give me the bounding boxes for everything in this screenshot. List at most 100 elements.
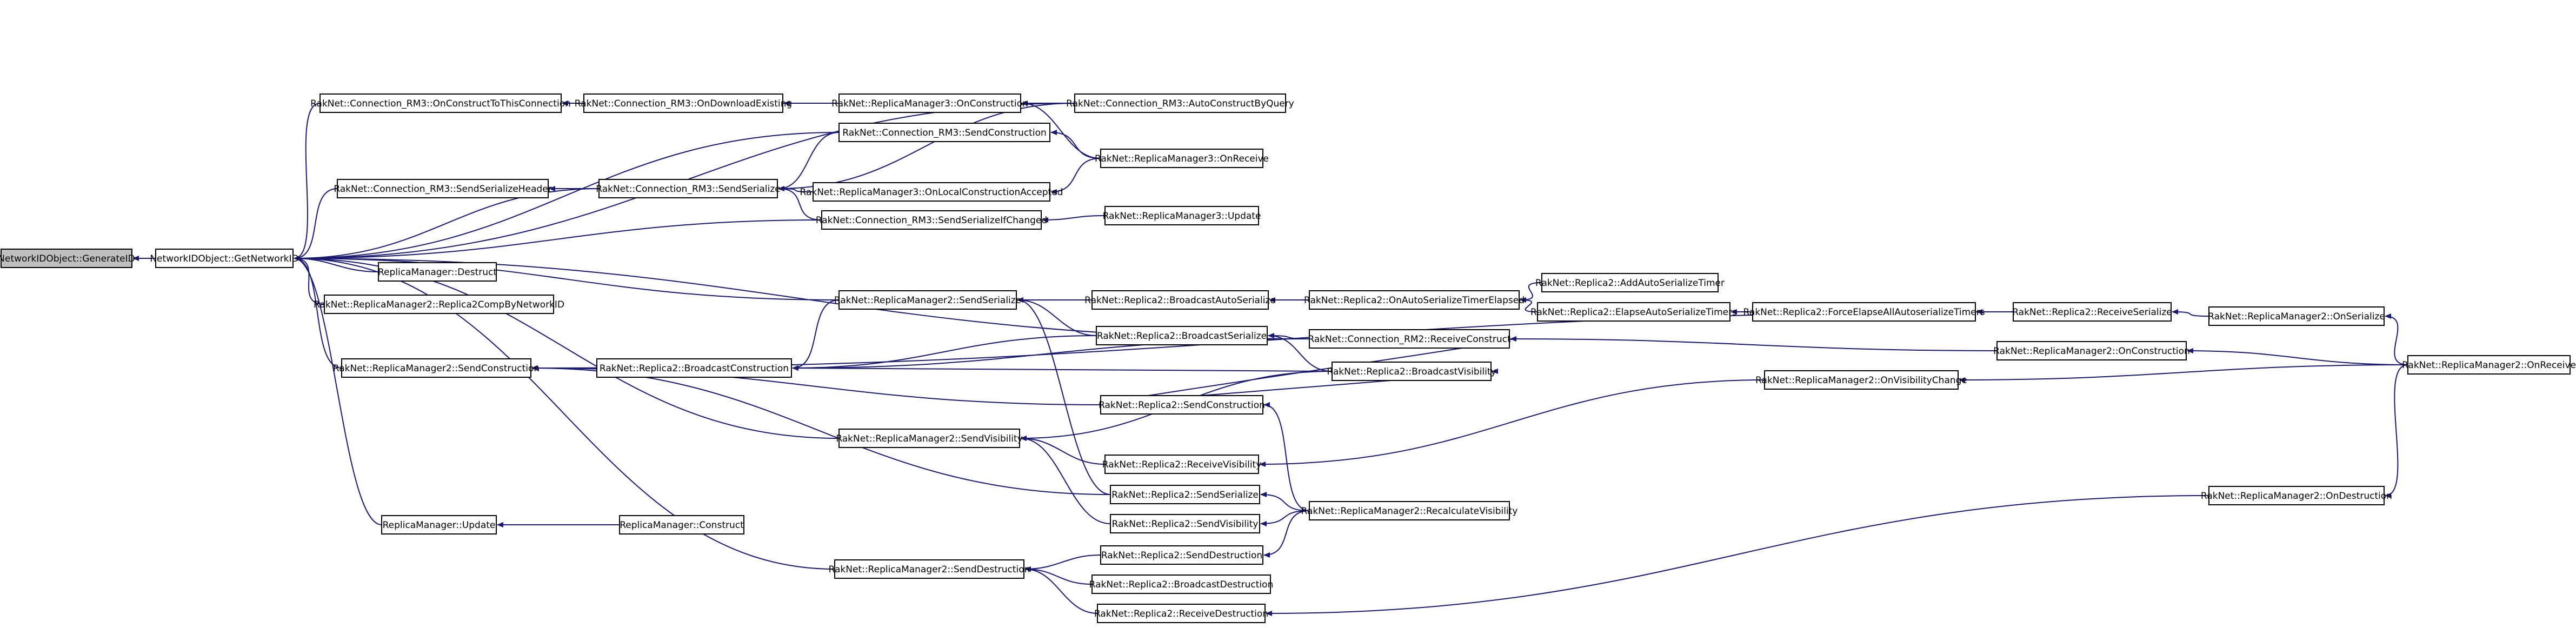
node-box — [1100, 149, 1263, 168]
node-box — [838, 123, 1050, 142]
node-raknet-replicamanager3-onlocalconstructionaccepted[interactable]: RakNet::ReplicaManager3::OnLocalConstruc… — [800, 182, 1063, 202]
node-raknet-connection-rm3-onconstructtothisconnection[interactable]: RakNet::Connection_RM3::OnConstructToThi… — [310, 93, 571, 113]
node-label: RakNet::Connection_RM3::SendSerializeIfC… — [816, 215, 1047, 226]
node-raknet-replica2-sendconstruction[interactable]: RakNet::Replica2::SendConstruction — [1099, 395, 1265, 415]
node-raknet-replica2-broadcastvisibility[interactable]: RakNet::Replica2::BroadcastVisibility — [1327, 362, 1496, 381]
node-label: RakNet::Connection_RM3::SendSerialize — [596, 184, 780, 195]
node-box — [1097, 604, 1266, 623]
edge-n37-to-n1 — [294, 256, 382, 525]
edge-n43-to-n40 — [1024, 566, 1098, 614]
node-box — [1110, 514, 1260, 533]
node-replicamanager-construct[interactable]: ReplicaManager::Construct — [619, 515, 744, 535]
node-networkidobject-getnetworkid[interactable]: NetworkIDObject::GetNetworkID — [150, 249, 299, 268]
node-label: RakNet::ReplicaManager3::OnLocalConstruc… — [800, 187, 1063, 198]
node-raknet-replica2-senddestruction[interactable]: RakNet::Replica2::SendDestruction — [1100, 545, 1263, 565]
node-raknet-replica2-broadcastconstruction[interactable]: RakNet::Replica2::BroadcastConstruction — [596, 358, 792, 378]
node-label: RakNet::Replica2::ReceiveSerialize — [2012, 307, 2172, 318]
node-raknet-replica2-onautoserializetimerelapsed[interactable]: RakNet::Replica2::OnAutoSerializeTimerEl… — [1304, 290, 1525, 310]
node-raknet-replica2-addautoserializetimer[interactable]: RakNet::Replica2::AddAutoSerializeTimer — [1535, 273, 1725, 292]
edge-n31-to-n33 — [1259, 379, 1765, 467]
node-label: RakNet::Replica2::ForceElapseAllAutoseri… — [1743, 307, 1985, 318]
edge-n15-to-n1 — [294, 256, 342, 369]
node-raknet-replica2-receiveserialize[interactable]: RakNet::Replica2::ReceiveSerialize — [2012, 302, 2172, 322]
node-raknet-connection-rm3-autoconstructbyquery[interactable]: RakNet::Connection_RM3::AutoConstructByQ… — [1066, 93, 1294, 113]
node-box — [1104, 455, 1259, 474]
node-label: RakNet::ReplicaManager2::OnConstruction — [1993, 346, 2190, 357]
node-raknet-replicamanager2-sendconstruction[interactable]: RakNet::ReplicaManager2::SendConstructio… — [333, 358, 540, 378]
node-raknet-replica2-broadcastautoserialize[interactable]: RakNet::Replica2::BroadcastAutoSerialize — [1084, 290, 1276, 310]
edge-n25-to-n16 — [792, 335, 1097, 371]
node-raknet-replica2-elapseautoserializetimers[interactable]: RakNet::Replica2::ElapseAutoSerializeTim… — [1530, 302, 1737, 322]
edge-n28-to-n27 — [2187, 348, 2408, 365]
node-label: RakNet::Replica2::SendDestruction — [1101, 550, 1262, 561]
node-box — [619, 515, 744, 535]
node-raknet-replicamanager2-sendvisibility[interactable]: RakNet::ReplicaManager2::SendVisibility — [836, 429, 1023, 448]
edge-n36-to-n32 — [1020, 436, 1111, 524]
node-label: RakNet::Replica2::SendVisibility — [1112, 519, 1259, 530]
node-box — [2013, 302, 2172, 322]
node-raknet-replica2-broadcastserialize[interactable]: RakNet::Replica2::BroadcastSerialize — [1096, 326, 1268, 345]
node-raknet-connection-rm3-ondownloadexisting[interactable]: RakNet::Connection_RM3::OnDownloadExisti… — [575, 93, 792, 113]
node-raknet-replicamanager3-onreceive[interactable]: RakNet::ReplicaManager3::OnReceive — [1095, 149, 1269, 168]
node-raknet-connection-rm3-sendserialize[interactable]: RakNet::Connection_RM3::SendSerialize — [596, 179, 781, 198]
node-box — [1309, 329, 1510, 349]
node-raknet-replicamanager3-update[interactable]: RakNet::ReplicaManager3::Update — [1103, 206, 1261, 225]
node-raknet-replicamanager2-replica2compbynetworkid[interactable]: RakNet::ReplicaManager2::Replica2CompByN… — [314, 295, 564, 314]
node-raknet-replicamanager3-onconstruction[interactable]: RakNet::ReplicaManager3::OnConstruction — [831, 93, 1028, 113]
node-raknet-replicamanager2-ondestruction[interactable]: RakNet::ReplicaManager2::OnDestruction — [2201, 486, 2392, 505]
node-label: RakNet::Connection_RM3::OnDownloadExisti… — [575, 98, 792, 109]
node-raknet-replica2-sendserialize[interactable]: RakNet::Replica2::SendSerialize — [1110, 485, 1260, 504]
node-raknet-replicamanager2-recalculatevisibility[interactable]: RakNet::ReplicaManager2::RecalculateVisi… — [1301, 501, 1518, 520]
node-label: RakNet::Replica2::ReceiveVisibility — [1102, 459, 1262, 470]
node-raknet-replica2-receivevisibility[interactable]: RakNet::Replica2::ReceiveVisibility — [1102, 455, 1262, 474]
edge-n2-to-n1 — [294, 103, 321, 261]
node-networkidobject-generateid: NetworkIDObject::GenerateID — [0, 249, 135, 268]
node-label: RakNet::Replica2::BroadcastAutoSerialize — [1084, 295, 1276, 306]
node-box — [838, 429, 1020, 448]
node-label: RakNet::Replica2::ElapseAutoSerializeTim… — [1530, 307, 1737, 318]
node-box — [583, 93, 783, 113]
node-raknet-replica2-sendvisibility[interactable]: RakNet::Replica2::SendVisibility — [1110, 514, 1260, 533]
node-raknet-replicamanager2-onreceive[interactable]: RakNet::ReplicaManager2::OnReceive — [2402, 355, 2576, 375]
edge-n5-to-n9 — [778, 103, 1075, 191]
edge-n28-to-n24 — [2385, 313, 2408, 365]
node-label: ReplicaManager::Update — [383, 520, 496, 531]
node-box — [319, 93, 562, 113]
node-label: RakNet::ReplicaManager2::OnVisibilityCha… — [1755, 375, 1967, 386]
edge-n35-to-n41 — [1263, 510, 1310, 558]
node-box — [381, 515, 497, 535]
node-raknet-replicamanager2-sendserialize[interactable]: RakNet::ReplicaManager2::SendSerialize — [834, 290, 1021, 310]
node-raknet-connection-rm3-sendconstruction[interactable]: RakNet::Connection_RM3::SendConstruction — [838, 123, 1050, 142]
node-label: RakNet::Replica2::BroadcastConstruction — [600, 363, 789, 374]
node-raknet-replicamanager2-onconstruction[interactable]: RakNet::ReplicaManager2::OnConstruction — [1993, 341, 2190, 360]
node-box — [1309, 290, 1520, 310]
node-raknet-connection-rm2-receiveconstruct[interactable]: RakNet::Connection_RM2::ReceiveConstruct — [1308, 329, 1511, 349]
node-raknet-replicamanager2-onserialize[interactable]: RakNet::ReplicaManager2::OnSerialize — [2208, 306, 2385, 326]
node-box — [337, 179, 549, 198]
node-raknet-connection-rm3-sendserializeifchanged[interactable]: RakNet::Connection_RM3::SendSerializeIfC… — [816, 210, 1047, 230]
edge-n17-to-n1 — [294, 256, 840, 300]
node-raknet-replicamanager2-onvisibilitychange[interactable]: RakNet::ReplicaManager2::OnVisibilityCha… — [1755, 370, 1967, 390]
node-box — [1764, 370, 1959, 390]
node-raknet-replica2-broadcastdestruction[interactable]: RakNet::Replica2::BroadcastDestruction — [1089, 574, 1274, 594]
node-raknet-replica2-forceelapseallautoserializetimers[interactable]: RakNet::Replica2::ForceElapseAllAutoseri… — [1743, 302, 1985, 322]
node-label: NetworkIDObject::GetNetworkID — [150, 253, 298, 264]
edge-n29-to-n16 — [792, 365, 1333, 372]
node-box — [1996, 341, 2187, 360]
edge-n6-to-n9 — [778, 132, 840, 191]
node-box — [1541, 273, 1719, 292]
node-raknet-replicamanager2-senddestruction[interactable]: RakNet::ReplicaManager2::SendDestruction — [829, 559, 1030, 579]
node-replicamanager-destruct[interactable]: ReplicaManager::Destruct — [378, 262, 497, 282]
node-box — [324, 295, 554, 314]
edge-n17-to-n16 — [792, 299, 840, 371]
node-label: RakNet::Replica2::OnAutoSerializeTimerEl… — [1304, 295, 1525, 306]
edge-n11-to-n1 — [294, 219, 822, 261]
node-label: RakNet::ReplicaManager2::SendSerialize — [834, 295, 1021, 306]
node-raknet-replica2-receivedestruction[interactable]: RakNet::Replica2::ReceiveDestruction — [1094, 604, 1268, 623]
node-raknet-connection-rm3-sendserializeheader[interactable]: RakNet::Connection_RM3::SendSerializeHea… — [334, 179, 552, 198]
edge-n25-to-n17 — [1017, 297, 1097, 336]
edge-n6-to-n1 — [294, 132, 840, 261]
node-label: RakNet::ReplicaManager2::SendDestruction — [829, 564, 1030, 575]
node-replicamanager-update[interactable]: ReplicaManager::Update — [381, 515, 497, 535]
